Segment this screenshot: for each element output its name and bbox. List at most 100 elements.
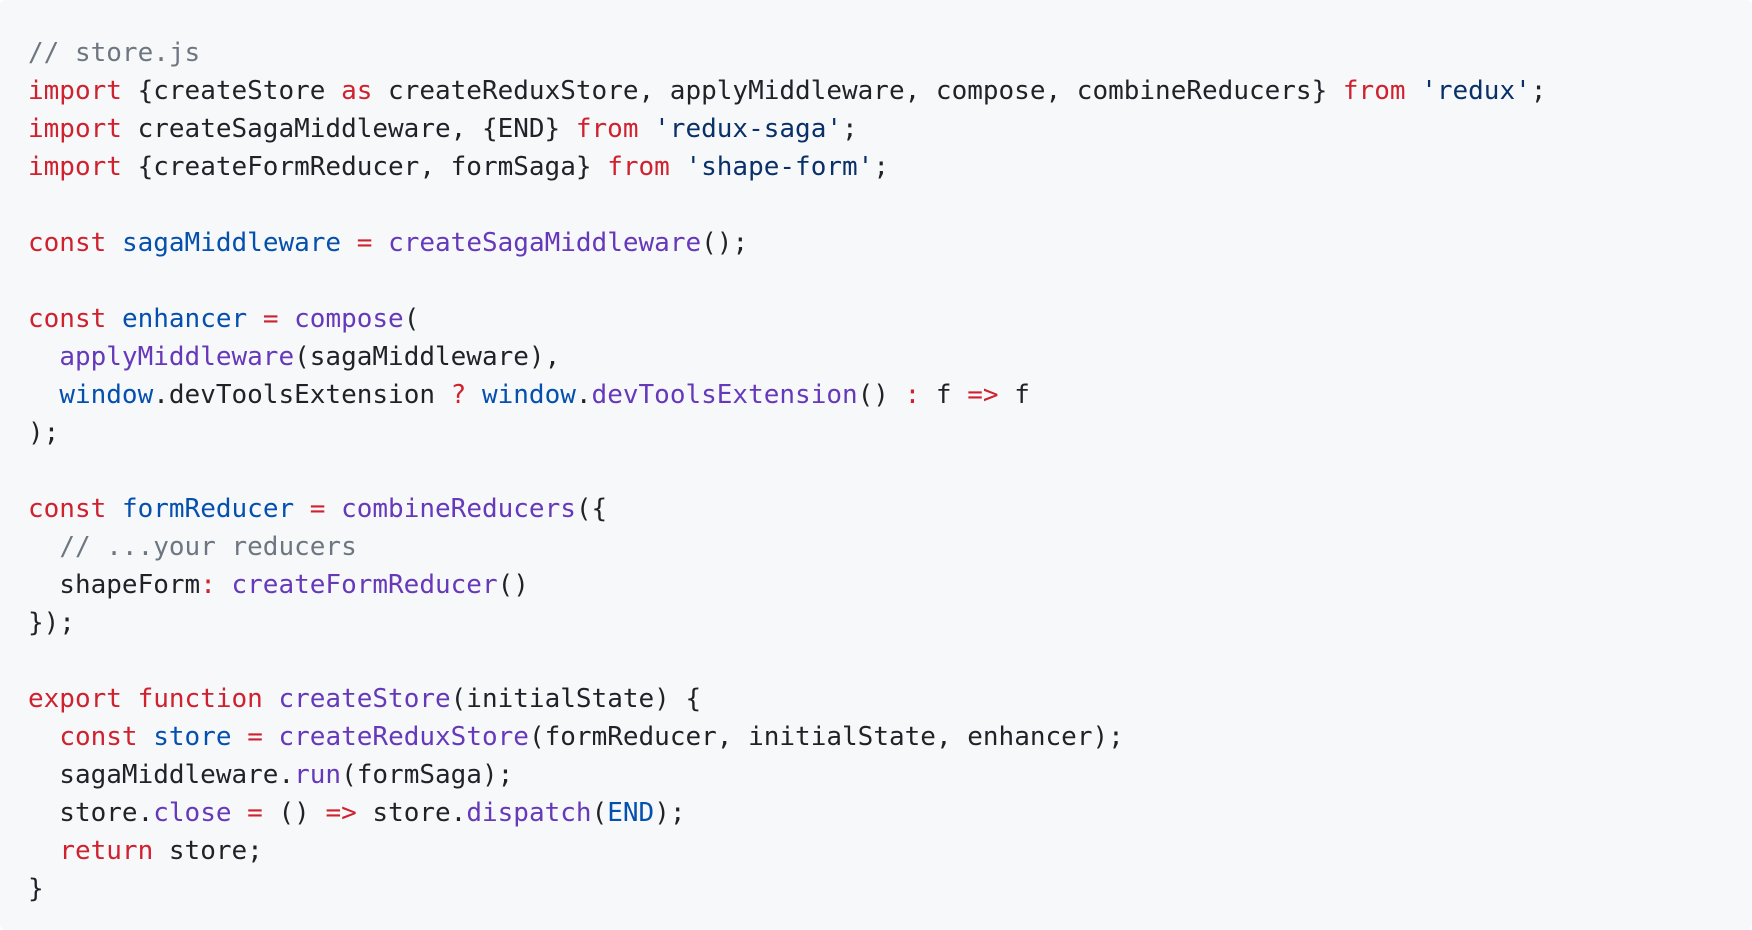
text-token: store; — [153, 836, 263, 866]
keyword-token: = — [262, 304, 279, 334]
text-token: ({ — [575, 494, 608, 524]
keyword-token: from — [607, 152, 670, 182]
code-line: const sagaMiddleware = createSagaMiddlew… — [28, 224, 1724, 262]
variable-token: window — [59, 380, 154, 410]
keyword-token: import — [28, 114, 122, 144]
code-line: window.devToolsExtension ? window.devToo… — [28, 376, 1724, 414]
text-token: (); — [701, 228, 749, 258]
text-token — [28, 836, 59, 866]
keyword-token: return — [59, 836, 154, 866]
keyword-token: import — [28, 152, 122, 182]
text-token: (sagaMiddleware), — [294, 342, 561, 372]
keyword-token: : — [200, 570, 216, 600]
keyword-token: const — [28, 494, 107, 524]
text-token: () — [262, 798, 326, 828]
code-line: sagaMiddleware.run(formSaga); — [28, 756, 1724, 794]
text-token — [341, 228, 357, 258]
comment-token: // ...your reducers — [59, 532, 357, 562]
keyword-token: as — [341, 76, 373, 106]
text-token: (formSaga); — [341, 760, 514, 790]
text-token — [106, 494, 122, 524]
text-token: ); — [28, 418, 60, 448]
string-token: 'shape-form' — [685, 152, 874, 182]
text-token — [28, 380, 59, 410]
code-line: const formReducer = combineReducers({ — [28, 490, 1724, 528]
code-line: // store.js — [28, 34, 1724, 72]
code-line — [28, 642, 1724, 680]
variable-token: window — [481, 380, 576, 410]
text-token — [232, 722, 248, 752]
keyword-token: from — [1342, 76, 1406, 106]
text-token: ; — [842, 114, 858, 144]
text-token: shapeForm — [28, 570, 201, 600]
function-token: createStore — [278, 684, 451, 714]
text-token — [294, 494, 310, 524]
keyword-token: = — [247, 798, 263, 828]
text-token — [372, 228, 388, 258]
function-token: close — [153, 798, 232, 828]
text-token — [1406, 76, 1422, 106]
code-line: applyMiddleware(sagaMiddleware), — [28, 338, 1724, 376]
text-token — [106, 228, 122, 258]
variable-token: store — [153, 722, 232, 752]
text-token: store. — [28, 798, 154, 828]
code-line: store.close = () => store.dispatch(END); — [28, 794, 1724, 832]
code-line: return store; — [28, 832, 1724, 870]
variable-token: enhancer — [121, 304, 248, 334]
code-line: import {createFormReducer, formSaga} fro… — [28, 148, 1724, 186]
comment-token: // store.js — [28, 38, 201, 68]
keyword-token: ? — [450, 380, 467, 410]
text-token — [278, 304, 294, 334]
text-token — [247, 304, 263, 334]
keyword-token: = — [309, 494, 326, 524]
function-token: applyMiddleware — [59, 342, 295, 372]
text-token: ; — [1530, 76, 1547, 106]
string-token: 'redux' — [1421, 76, 1531, 106]
code-line: ); — [28, 414, 1724, 452]
keyword-token: => — [967, 380, 999, 410]
text-token: (initialState) { — [450, 684, 702, 714]
text-token — [122, 684, 138, 714]
function-token: dispatch — [466, 798, 592, 828]
keyword-token: const — [28, 304, 107, 334]
code-line: import {createStore as createReduxStore,… — [28, 72, 1724, 110]
keyword-token: import — [28, 76, 122, 106]
text-token: () — [497, 570, 529, 600]
function-token: createFormReducer — [231, 570, 498, 600]
code-line — [28, 186, 1724, 224]
text-token — [28, 342, 59, 372]
text-token — [670, 152, 686, 182]
code-line: import createSagaMiddleware, {END} from … — [28, 110, 1724, 148]
text-token: ( — [591, 798, 608, 828]
function-token: combineReducers — [341, 494, 576, 524]
code-line: // ...your reducers — [28, 528, 1724, 566]
code-line — [28, 262, 1724, 300]
function-token: compose — [294, 304, 404, 334]
code-line: }); — [28, 604, 1724, 642]
function-token: devToolsExtension — [591, 380, 858, 410]
code-line: const store = createReduxStore(formReduc… — [28, 718, 1724, 756]
keyword-token: const — [59, 722, 138, 752]
string-token: 'redux-saga' — [654, 114, 842, 144]
text-token: . — [575, 380, 592, 410]
text-token: () — [857, 380, 905, 410]
keyword-token: const — [28, 228, 107, 258]
text-token: {createStore — [121, 76, 342, 106]
text-token — [232, 798, 248, 828]
text-token — [639, 114, 655, 144]
text-token: }); — [28, 608, 75, 638]
text-token: } — [28, 874, 44, 904]
variable-token: sagaMiddleware — [121, 228, 342, 258]
function-token: createSagaMiddleware — [388, 228, 702, 258]
code-line: shapeForm: createFormReducer() — [28, 566, 1724, 604]
keyword-token: = — [247, 722, 263, 752]
text-token — [28, 532, 59, 562]
text-token — [216, 570, 232, 600]
text-token: f — [920, 380, 968, 410]
code-line: export function createStore(initialState… — [28, 680, 1724, 718]
text-token: ( — [403, 304, 420, 334]
text-token: store. — [356, 798, 467, 828]
text-token — [466, 380, 482, 410]
function-token: createReduxStore — [278, 722, 529, 752]
